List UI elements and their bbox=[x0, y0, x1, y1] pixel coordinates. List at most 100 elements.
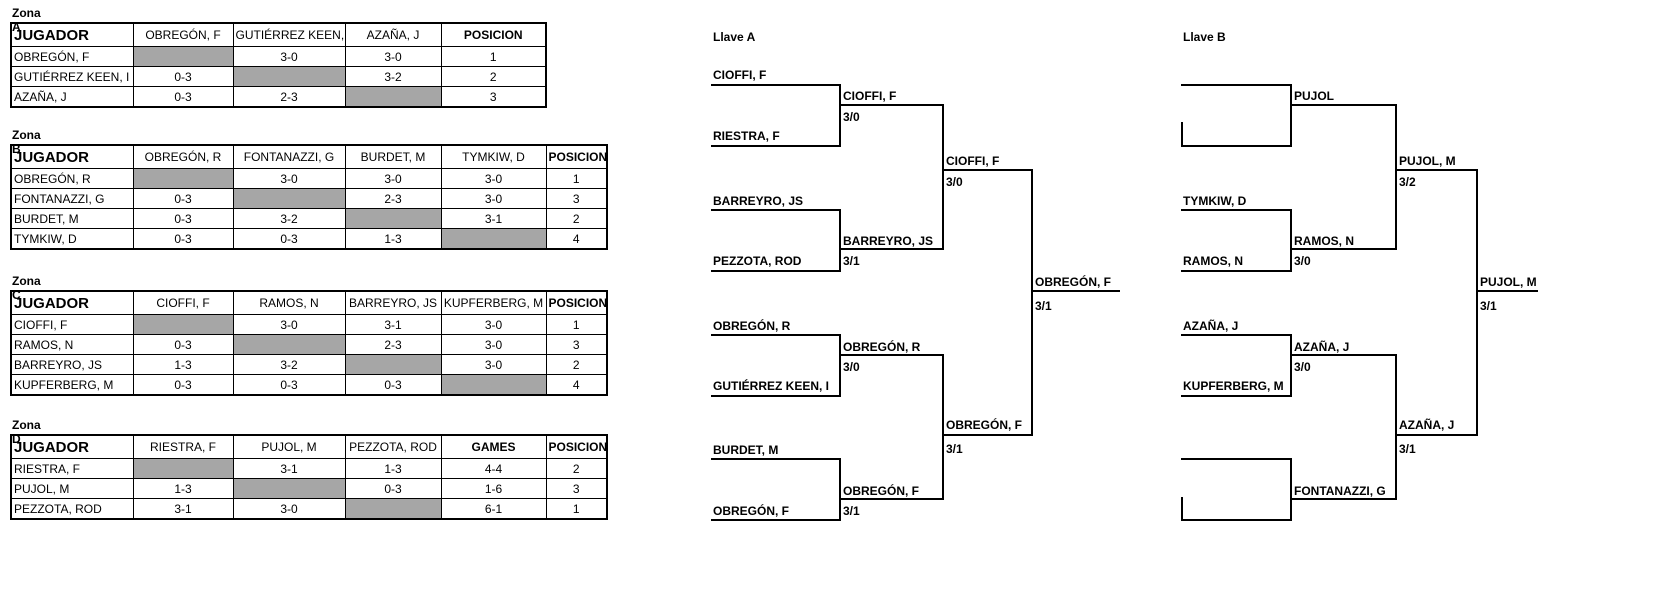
position-cell: 2 bbox=[545, 458, 608, 479]
player-name: OBREGÓN, R bbox=[10, 168, 134, 189]
bracket-winner: FONTANAZZI, G bbox=[1294, 484, 1386, 498]
bracket-line bbox=[1395, 104, 1397, 250]
score-cell: 0-3 bbox=[132, 374, 234, 396]
bracket-score: 3/0 bbox=[843, 360, 860, 374]
bracket-entry: CIOFFI, F bbox=[713, 68, 767, 82]
bracket-winner: PUJOL bbox=[1294, 89, 1335, 103]
header-jugador: JUGADOR bbox=[10, 22, 134, 47]
bracket-entry: PEZZOTA, ROD bbox=[713, 254, 802, 268]
score-cell: 0-3 bbox=[232, 228, 346, 250]
bracket-winner: OBREGÓN, F bbox=[946, 418, 1023, 432]
bracket-line bbox=[942, 169, 1033, 171]
bracket-line bbox=[1290, 354, 1397, 356]
bracket-entry: TYMKIW, D bbox=[1183, 194, 1247, 208]
bracket-line bbox=[839, 498, 944, 500]
bracket-line bbox=[839, 334, 841, 397]
empty-cell bbox=[440, 228, 547, 250]
table-row: GUTIÉRREZ KEEN, I 0-3 3-2 2 bbox=[10, 66, 547, 87]
header-cell: RAMOS, N bbox=[232, 290, 346, 315]
score-cell: 0-3 bbox=[132, 228, 234, 250]
header-cell: PEZZOTA, ROD bbox=[344, 434, 442, 459]
score-cell: 3-0 bbox=[232, 314, 346, 335]
bracket-line bbox=[1181, 145, 1292, 147]
header-posicion: POSICION bbox=[440, 22, 547, 47]
bracket-score: 3/1 bbox=[843, 504, 860, 518]
score-cell: 3-1 bbox=[344, 314, 442, 335]
bracket-line bbox=[1395, 354, 1397, 500]
bracket-score: 3/0 bbox=[843, 110, 860, 124]
player-name: BARREYRO, JS bbox=[10, 354, 134, 375]
score-cell: 0-3 bbox=[344, 478, 442, 499]
empty-cell bbox=[132, 458, 234, 479]
score-cell: 0-3 bbox=[132, 188, 234, 209]
bracket-line bbox=[1290, 498, 1397, 500]
games-cell: 6-1 bbox=[440, 498, 547, 520]
score-cell: 0-3 bbox=[132, 334, 234, 355]
score-cell: 3-2 bbox=[344, 66, 442, 87]
games-cell: 1-6 bbox=[440, 478, 547, 499]
bracket-winner: CIOFFI, F bbox=[843, 89, 897, 103]
zone-table: JUGADOR OBREGÓN, R FONTANAZZI, G BURDET,… bbox=[10, 144, 608, 250]
score-cell: 1-3 bbox=[344, 458, 442, 479]
bracket-line bbox=[942, 104, 944, 250]
bracket-score: 3/0 bbox=[946, 175, 963, 189]
bracket-line bbox=[839, 248, 944, 250]
position-cell: 4 bbox=[545, 228, 608, 250]
score-cell: 3-0 bbox=[440, 334, 547, 355]
bracket-entry: OBREGÓN, R bbox=[713, 319, 791, 333]
score-cell: 3-1 bbox=[132, 498, 234, 520]
bracket-entry: RAMOS, N bbox=[1183, 254, 1243, 268]
bracket-winner: RAMOS, N bbox=[1294, 234, 1354, 248]
score-cell: 3-2 bbox=[232, 354, 346, 375]
bracket-line bbox=[1290, 209, 1292, 272]
bracket-winner: BARREYRO, JS bbox=[843, 234, 934, 248]
table-row: KUPFERBERG, M 0-3 0-3 0-3 4 bbox=[10, 374, 608, 396]
player-name: FONTANAZZI, G bbox=[10, 188, 134, 209]
bracket-score: 3/1 bbox=[946, 442, 963, 456]
empty-cell bbox=[344, 86, 442, 108]
table-row: BARREYRO, JS 1-3 3-2 3-0 2 bbox=[10, 354, 608, 375]
empty-cell bbox=[132, 46, 234, 67]
score-cell: 3-1 bbox=[440, 208, 547, 229]
header-posicion: POSICION bbox=[545, 434, 608, 459]
player-name: GUTIÉRREZ KEEN, I bbox=[10, 66, 134, 87]
zone-table: JUGADOR OBREGÓN, F GUTIÉRREZ KEEN, I AZA… bbox=[10, 22, 547, 108]
header-cell: BARREYRO, JS bbox=[344, 290, 442, 315]
position-cell: 2 bbox=[440, 66, 547, 87]
header-cell: OBREGÓN, R bbox=[132, 144, 234, 169]
header-cell: CIOFFI, F bbox=[132, 290, 234, 315]
score-cell: 2-3 bbox=[344, 334, 442, 355]
header-cell: TYMKIW, D bbox=[440, 144, 547, 169]
position-cell: 4 bbox=[545, 374, 608, 396]
table-row: PUJOL, M 1-3 0-3 1-6 3 bbox=[10, 478, 608, 499]
score-cell: 3-0 bbox=[232, 168, 346, 189]
score-cell: 1-3 bbox=[132, 354, 234, 375]
player-name: TYMKIW, D bbox=[10, 228, 134, 250]
empty-cell bbox=[232, 334, 346, 355]
empty-cell bbox=[344, 354, 442, 375]
bracket-line bbox=[942, 354, 944, 500]
bracket-line bbox=[839, 209, 841, 272]
bracket-line bbox=[839, 458, 841, 521]
bracket-score: 3/1 bbox=[843, 254, 860, 268]
bracket-line bbox=[1181, 519, 1292, 521]
bracket-score: 3/0 bbox=[1294, 254, 1311, 268]
header-jugador: JUGADOR bbox=[10, 290, 134, 315]
bracket-entry: RIESTRA, F bbox=[713, 129, 780, 143]
table-row: BURDET, M 0-3 3-2 3-1 2 bbox=[10, 208, 608, 229]
bracket-line bbox=[1476, 290, 1538, 292]
bracket-winner: OBREGÓN, F bbox=[843, 484, 920, 498]
player-name: RAMOS, N bbox=[10, 334, 134, 355]
position-cell: 3 bbox=[545, 478, 608, 499]
bracket-line bbox=[711, 209, 841, 211]
empty-cell bbox=[344, 208, 442, 229]
position-cell: 1 bbox=[545, 168, 608, 189]
header-cell: BURDET, M bbox=[344, 144, 442, 169]
bracket-entry: BARREYRO, JS bbox=[713, 194, 804, 208]
bracket-line bbox=[1181, 270, 1292, 272]
player-name: PEZZOTA, ROD bbox=[10, 498, 134, 520]
header-cell: PUJOL, M bbox=[232, 434, 346, 459]
bracket-line bbox=[839, 104, 944, 106]
bracket-line bbox=[711, 270, 841, 272]
header-posicion: POSICION bbox=[545, 144, 608, 169]
